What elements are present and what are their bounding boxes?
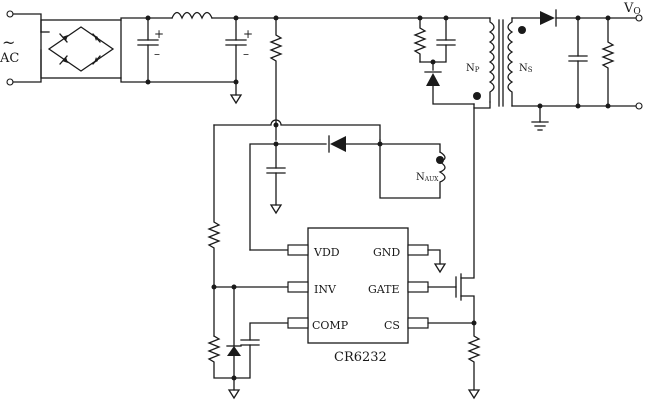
earth-ground-icon [531,121,549,131]
startup-resistor [269,15,283,126]
ground-icon [229,94,243,105]
filter-inductor-icon [171,11,213,20]
ground-icon [433,263,447,274]
ns-polarity-dot [518,26,526,34]
aux-polarity-dot [436,156,444,164]
transformer: NP NS [466,17,533,109]
cap1-minus: – [154,47,160,61]
pin-gnd [407,244,429,256]
pin-cs [407,317,429,329]
controller-ic: VDD INV COMP GND GATE CS CR6232 [249,227,447,365]
cap2-plus: + [243,27,253,41]
secondary-winding-icon [507,17,514,107]
snubber-diode-icon [426,73,440,86]
bridge-diode-icon [59,33,101,65]
pin-gate-label: GATE [368,283,400,296]
ground-icon [467,389,481,400]
input-filter: + – + – [137,11,491,105]
pin-gnd-label: GND [373,246,400,259]
output-diode-icon [540,11,555,25]
primary-winding-icon [488,17,495,103]
bridge-rectifier [40,17,149,83]
pin-inv [287,281,309,293]
ground-icon [227,389,241,400]
clamp-diode-icon [227,346,241,356]
ac-label: AC [0,51,19,66]
feedback-divider [207,124,289,400]
cap2-minus: – [243,47,249,61]
ac-input: ~ AC [0,10,42,86]
naux-label: NAUX [416,172,439,183]
vo-label: VO [623,1,641,17]
pin-vdd [287,244,309,256]
pin-cs-label: CS [384,319,400,332]
aux-winding-icon [379,139,446,199]
pin-comp [287,317,309,329]
np-polarity-dot [473,92,481,100]
ground-icon [269,204,283,215]
pin-inv-label: INV [314,283,337,296]
np-label: NP [466,63,480,74]
pin-gate [407,281,429,293]
ac-symbol: ~ [2,33,15,52]
cap1-plus: + [154,27,164,41]
auxiliary-supply: NAUX [213,119,446,251]
pin-vdd-label: VDD [313,246,340,259]
aux-diode-icon [330,136,346,152]
rcd-snubber [413,15,475,105]
pin-comp-label: COMP [312,319,349,332]
power-switch [427,107,481,400]
ns-label: NS [519,63,533,74]
output-stage: VO [511,1,643,131]
ic-part-number: CR6232 [334,350,387,365]
